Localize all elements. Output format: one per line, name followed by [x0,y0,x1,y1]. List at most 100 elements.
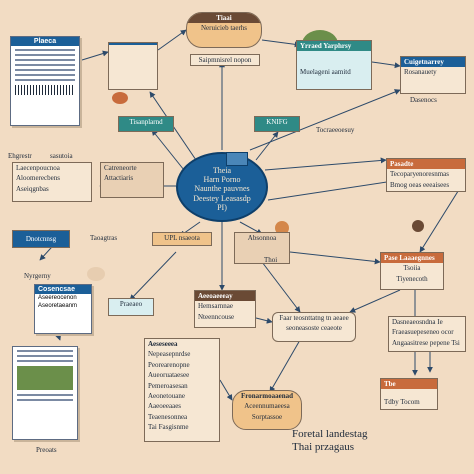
left-list-item: Teaenesonnea [148,412,188,421]
barcode-icon [15,85,75,95]
left-list-item: Nepeasepnrdse [148,350,191,359]
left-lower-line-2: Aseoretaeanm [38,303,78,309]
mid-dark-title: Aeeoaeeeay [195,291,255,302]
right-card-3-subtitle: Tsoiia [403,264,421,273]
top-pill-node[interactable]: Tiaai Neruicieb taerhs [186,12,262,48]
deed-right-label: Taoagtras [90,234,118,242]
central-topic[interactable]: Theia Harn Porno Naunthe pauvnes Deestey… [176,152,268,222]
left-panel-line-3: Aseiqgnbas [16,184,49,193]
upl-node[interactable]: UPL nsaeota [152,232,212,246]
right-card-2-line-2: Bmog oeas eeeaisees [390,180,450,189]
bottom-box-node[interactable]: Fronarmoaaenad Aceennumaeesa Sorptassoe [232,390,302,430]
right-card-2-title: Pasadte [387,159,465,170]
top-strip-text: Saipmnisrel nopon [198,56,252,64]
bottom-box-title: Fronarmoaaenad [241,392,293,400]
top-pill-subtitle: Neruicieb taerhs [200,24,248,33]
footer-line-2: Thai przagaus [292,441,354,454]
left-lower-label: Nyrgerny [24,272,51,280]
top-pill-title: Tiaai [187,13,261,24]
arrow-center-to-teal [151,129,185,171]
right-card-1-title: Cuigetnarrey [401,57,465,68]
left-list-item: Peorearenopne [148,360,190,369]
arrow-middark-to-centerlower [255,317,273,324]
arrow-absond-to-lower [261,261,301,313]
doc-line [17,350,73,352]
arrow-center-to-right2 [267,177,401,201]
doc-line [17,394,73,396]
right-small-node[interactable]: Tbe Tdby Tocom [380,378,438,410]
arrow-right-to-card [371,61,401,69]
doc-line [17,355,73,357]
prospector-node[interactable] [108,42,158,90]
deed-node[interactable]: Dnotcnnsg [12,230,70,248]
center-badge-icon [226,152,248,166]
left-list-node[interactable]: Aeseseeea Nepeasepnrdse Peorearenopne Au… [144,338,220,442]
left-panel-node[interactable]: Laecenpoucnoa Aloomerecbens Aseiqgnbas [12,162,92,202]
right-lower-node[interactable]: Dasneaeosndna Ie Fraeasuepeseneo ocor An… [388,316,466,352]
central-topic-line-1: Theia [212,166,232,175]
central-topic-line-3: Naunthe pauvnes [194,184,250,194]
left-list-item: Aueoruataesee [148,371,190,380]
left-list-item: Pemeroasesan [148,381,188,390]
right-lower-line-2: Fraeasuepeseneo ocor [392,328,454,337]
doc-line [15,49,75,51]
doc-line [15,69,75,71]
prospector-line-2 [109,47,157,49]
absond-node[interactable]: Absonnoa [234,232,290,264]
footer-line-1: Foretal landestag [292,428,368,440]
right-card-1[interactable]: Cuigetnarrey Rosanauety [400,56,466,94]
praaeo-node[interactable]: Praeaeo [108,298,154,316]
left-sub-line-1: Catreneorte [104,164,137,172]
knig-text: KNIFG [266,118,288,126]
right-card-3[interactable]: Pase Laaaegnnes Tsoiia Tiyenecoth [380,252,444,290]
left-sub-node[interactable]: Catreneorte Attactiaris [100,162,164,198]
teal-mid-text: Tisanplarnd [129,118,163,126]
center-lower-line-1: Faar teosnttatng tn aeaee [279,314,349,322]
footer-title: Foretal landestag Thai przagaus [292,428,402,454]
arrow-list-to-box [219,379,233,401]
photo-thumbnail-icon [17,366,73,390]
deed-text: Dnotcnnsg [25,235,57,243]
arrow-center-to-rightcard [264,157,387,171]
top-strip-node[interactable]: Saipmnisrel nopon [190,54,260,66]
mid-dark-node[interactable]: Aeeoaeeeay Hemsarnnae Nteenncouse [194,290,256,328]
doc-line [15,54,75,56]
doc-line [15,74,75,76]
right-card-1-note: Dasenocs [410,96,437,104]
right-small-title: Tbe [381,379,437,390]
left-panel-label-2: sasutoia [50,152,73,160]
arrow-right2-to-right3 [419,187,461,253]
top-right-card[interactable]: Yrraed Yarphrsy Muelageni aamitd [296,40,372,90]
upl-text: UPL nsaeota [164,234,200,242]
bottom-box-line-2: Sorptassoe [251,412,283,421]
arrow-upl-to-mid [129,251,177,301]
top-right-card-title: Yrraed Yarphrsy [297,41,371,52]
right-lower-line-1: Dasneaeosndna Ie [392,318,443,326]
left-document[interactable]: Plaeca [10,36,80,126]
bottom-left-doc[interactable] [12,346,78,440]
left-list-item: Aaeoeeaaes [148,402,182,411]
doc-line [15,64,75,66]
left-lower-doc[interactable]: Cosencsae Aseereocenon Aseoretaeanm [34,284,92,334]
right-mid-label: Tocraeeoesuy [316,126,355,134]
knig-node[interactable]: KNIFG [254,116,300,132]
arrow-absond-to-right3 [289,251,381,265]
doc-line [17,399,73,401]
right-small-subtitle: Tdby Tocom [384,398,420,407]
center-lower-node[interactable]: Faar teosnttatng tn aeaee seoneasoste ce… [272,312,356,342]
doc-line [15,79,75,81]
left-list-item: Tai Fasgisnme [148,423,189,432]
left-list-title: Aeseseeea [148,340,178,348]
teal-mid-node[interactable]: Tisanplarnd [118,116,174,132]
central-topic-line-2: Harn Porno [203,175,241,185]
arrow-center-lower-to-box [269,339,301,393]
left-panel-line-1: Laecenpoucnoa [16,164,60,172]
right-card-2-line-1: Tecoparyenoresnmas [390,170,449,179]
absond-text: Absonnoa [247,234,277,242]
right-card-2[interactable]: Pasadte Tecoparyenoresnmas Bmog oeas eee… [386,158,466,192]
bottom-box-line-1: Aceennumaeesa [244,402,290,411]
right-card-3-sub2: Tiyenecoth [396,274,428,283]
arrow-prospector-to-top [157,29,187,51]
prospector-title [109,43,157,45]
left-lower-line-1: Aseereocenon [38,295,77,301]
